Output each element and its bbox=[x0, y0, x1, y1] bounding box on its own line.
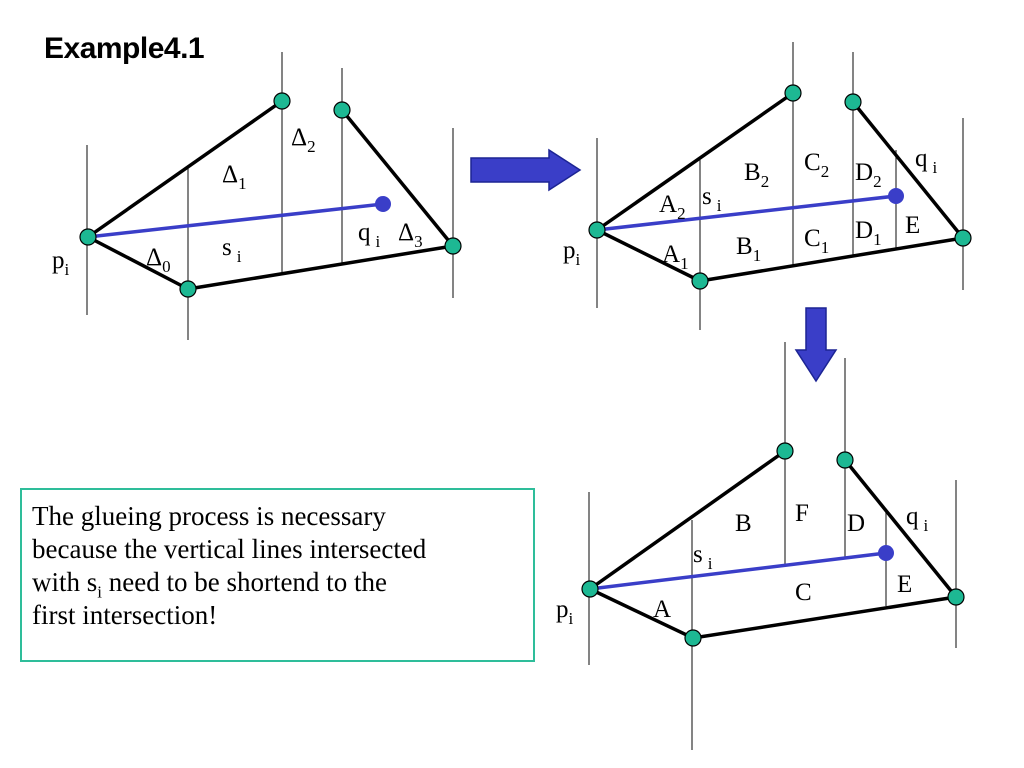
vertex bbox=[844, 93, 862, 111]
point-q-i bbox=[888, 188, 904, 204]
vertex-p-i bbox=[581, 580, 599, 598]
label-a-2: A2 bbox=[659, 191, 686, 223]
vertical-lines bbox=[596, 42, 964, 330]
label-b-1: B1 bbox=[736, 233, 761, 265]
vertex-p-i bbox=[588, 221, 606, 239]
label-p-i: pi bbox=[563, 237, 581, 269]
note-line: because the vertical lines intersected bbox=[32, 534, 427, 564]
vertex bbox=[179, 280, 197, 298]
polygon-edges bbox=[588, 449, 958, 640]
label-delta-0: Δ0 bbox=[146, 244, 171, 276]
down-arrow-icon bbox=[794, 307, 838, 383]
label-a: A bbox=[653, 596, 671, 623]
vertex bbox=[836, 451, 854, 469]
vertex bbox=[333, 101, 351, 119]
label-c: C bbox=[795, 579, 812, 606]
vertical-lines bbox=[86, 52, 454, 340]
label-delta-2: Δ2 bbox=[291, 124, 316, 156]
slide-title: Example4.1 bbox=[44, 32, 205, 65]
vertex-markers bbox=[79, 92, 462, 298]
segment-s-i bbox=[87, 202, 384, 239]
point-q-i bbox=[878, 545, 894, 561]
label-f: F bbox=[795, 500, 809, 527]
vertex-markers bbox=[581, 442, 965, 647]
vertex-p-i bbox=[79, 228, 97, 246]
label-a-1: A1 bbox=[662, 241, 689, 273]
label-c-2: C2 bbox=[804, 149, 829, 181]
vertex bbox=[954, 229, 972, 247]
label-p-i: pi bbox=[52, 247, 70, 279]
note-line: with si need to be shortend to the bbox=[32, 567, 387, 602]
polygon-edges bbox=[595, 91, 965, 283]
label-c-1: C1 bbox=[804, 225, 829, 257]
polygon-edges bbox=[86, 99, 455, 291]
explanation-note: The glueing process is necessary because… bbox=[20, 488, 535, 662]
label-b-2: B2 bbox=[744, 159, 769, 191]
vertex bbox=[273, 92, 291, 110]
vertex bbox=[691, 272, 709, 290]
label-p-i: pi bbox=[556, 596, 574, 628]
vertex bbox=[784, 84, 802, 102]
vertical-lines bbox=[588, 342, 957, 750]
note-line: first intersection! bbox=[32, 600, 218, 630]
vertex bbox=[684, 629, 702, 647]
right-arrow-icon bbox=[470, 148, 582, 192]
label-delta-3: Δ3 bbox=[398, 219, 423, 251]
vertex bbox=[444, 237, 462, 255]
label-d-1: D1 bbox=[855, 217, 882, 249]
point-q-i bbox=[375, 196, 391, 212]
label-e: E bbox=[905, 212, 920, 239]
vertex bbox=[776, 442, 794, 460]
label-d-2: D2 bbox=[855, 159, 882, 191]
note-line: The glueing process is necessary bbox=[32, 501, 386, 531]
label-d: D bbox=[847, 510, 865, 537]
vertex bbox=[947, 588, 965, 606]
label-delta-1: Δ1 bbox=[222, 161, 247, 193]
segment-s-i bbox=[589, 551, 887, 591]
label-e: E bbox=[897, 571, 912, 598]
label-b: B bbox=[735, 510, 752, 537]
segment-s-i bbox=[596, 194, 897, 232]
vertex-markers bbox=[588, 84, 972, 290]
